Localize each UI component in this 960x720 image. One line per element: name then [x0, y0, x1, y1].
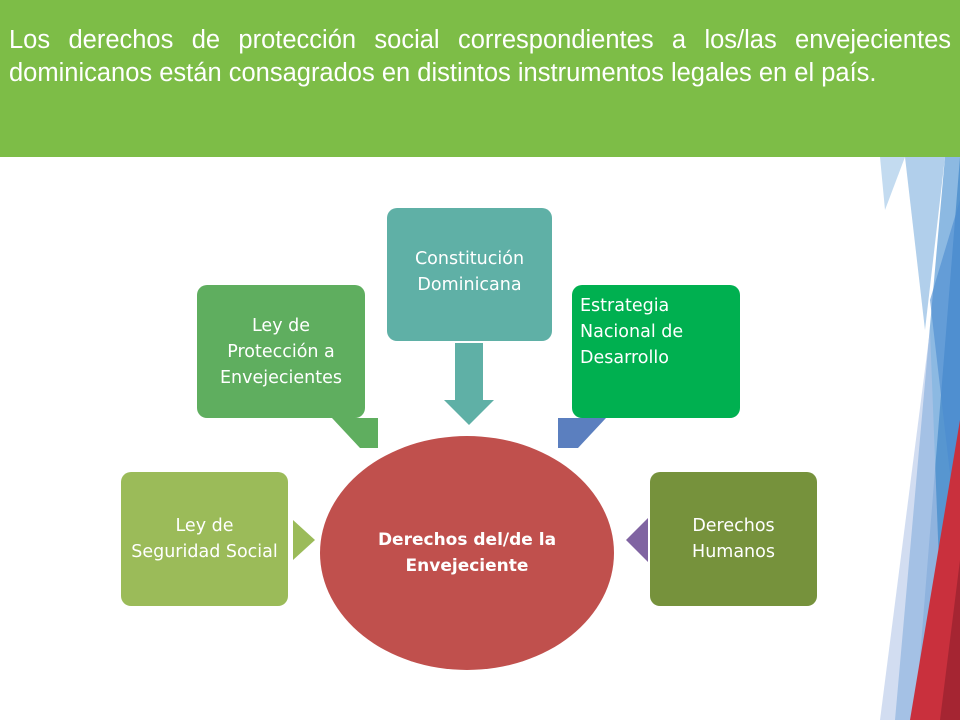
node-label: Ley de Seguridad Social	[131, 516, 278, 562]
node-constitucion-dominicana: Constitución Dominicana	[387, 208, 552, 341]
center-label: Derechos del/de la Envejeciente	[377, 530, 557, 576]
arrow-proteccion	[332, 418, 378, 448]
node-estrategia-nacional-desarrollo: Estrategia Nacional de Desarrollo	[572, 285, 740, 418]
arrow-estrategia	[558, 418, 606, 448]
header-banner: Los derechos de protección social corres…	[0, 0, 960, 157]
node-label: Ley de Protección a Envejecientes	[220, 315, 342, 388]
node-derechos-humanos: Derechos Humanos	[650, 472, 817, 606]
header-text: Los derechos de protección social corres…	[9, 26, 951, 87]
center-node: Derechos del/de la Envejeciente	[320, 436, 614, 670]
node-label: Derechos Humanos	[692, 516, 775, 562]
arrow-constitucion	[444, 343, 494, 425]
arrow-humanos	[626, 518, 648, 562]
node-label: Constitución Dominicana	[414, 249, 525, 295]
arrow-seguridad	[293, 520, 315, 560]
node-ley-proteccion-envejecientes: Ley de Protección a Envejecientes	[197, 285, 365, 418]
node-ley-seguridad-social: Ley de Seguridad Social	[121, 472, 288, 606]
node-label: Estrategia Nacional de Desarrollo	[580, 296, 684, 368]
